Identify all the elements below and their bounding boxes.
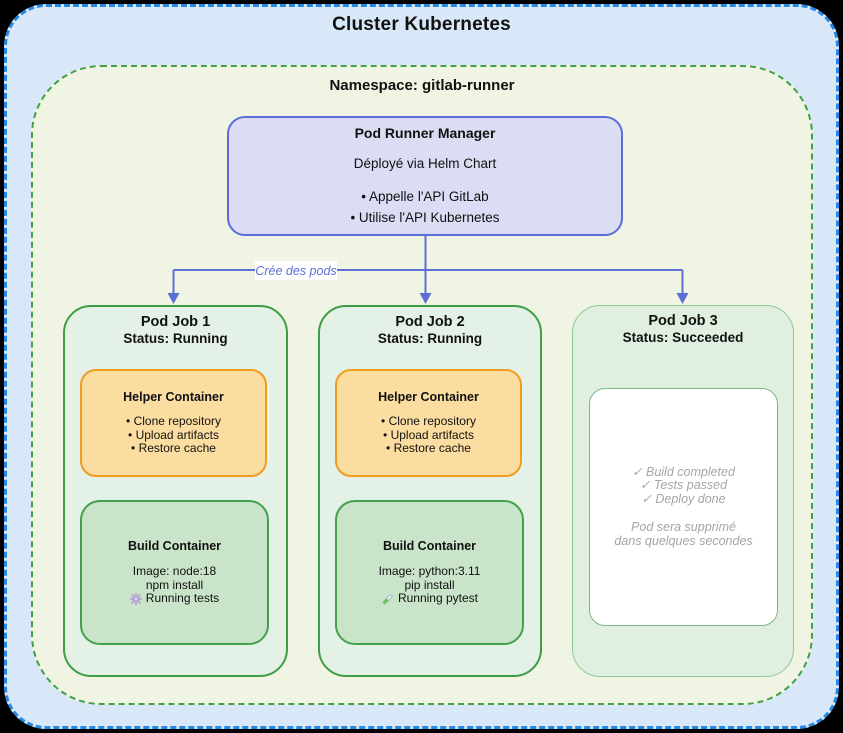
result-note: Pod sera supprimé dans quelques secondes	[614, 519, 753, 549]
helper-container-items: • Clone repository • Upload artifacts • …	[381, 415, 476, 456]
build-container-title: Build Container	[127, 539, 222, 554]
helper-item: • Restore cache	[386, 441, 471, 456]
helper-item: • Clone repository	[126, 414, 221, 429]
build-container-title: Build Container	[382, 539, 477, 554]
build-command-line: npm install	[145, 577, 204, 592]
helper-item: • Clone repository	[381, 414, 476, 429]
manager-bullet: • Appelle l'API GitLab	[361, 188, 489, 204]
pod-job-2-status: Status: Running	[377, 331, 483, 346]
pod-job-3-title: Pod Job 3	[648, 313, 718, 329]
pod-1-helper-container-box: Helper Container • Clone repository • Up…	[80, 369, 267, 477]
pod-job-1-box: Pod Job 1 Status: Running Helper Contain…	[63, 305, 288, 677]
build-activity-text: Running pytest	[397, 591, 479, 606]
namespace-title: Namespace: gitlab-runner	[329, 77, 515, 94]
build-image-line: Image: node:18	[132, 564, 217, 579]
cluster-kubernetes-box: Cluster Kubernetes Namespace: gitlab-run…	[4, 4, 839, 729]
pod-job-3-box: Pod Job 3 Status: Succeeded ✓ Build comp…	[572, 305, 794, 677]
test-tube-icon	[381, 593, 394, 606]
pod-runner-manager-bullets: • Appelle l'API GitLab • Utilise l'API K…	[350, 186, 499, 228]
manager-bullet: • Utilise l'API Kubernetes	[350, 209, 500, 225]
pod-3-result-box: ✓ Build completed ✓ Tests passed ✓ Deplo…	[589, 388, 778, 626]
result-note-line: Pod sera supprimé	[631, 519, 736, 534]
pod-job-3-status: Status: Succeeded	[622, 330, 744, 345]
pod-job-1-title: Pod Job 1	[140, 314, 211, 330]
build-activity-line: Running pytest	[379, 592, 481, 606]
result-checks: ✓ Build completed ✓ Tests passed ✓ Deplo…	[632, 464, 735, 507]
gear-icon	[129, 593, 142, 605]
result-check: ✓ Deploy done	[641, 492, 726, 507]
helper-item: • Restore cache	[131, 441, 216, 456]
result-check: ✓ Tests passed	[639, 478, 728, 493]
build-activity-text: Running tests	[145, 591, 220, 606]
create-pods-arrow-label: Crée des pods	[255, 261, 337, 280]
pod-job-1-status: Status: Running	[123, 331, 228, 346]
pod-2-build-container-box: Build Container Image: python:3.11 pip i…	[335, 500, 524, 645]
pod-job-2-box: Pod Job 2 Status: Running Helper Contain…	[318, 305, 542, 677]
pod-job-2-title: Pod Job 2	[395, 314, 465, 330]
helper-item: • Upload artifacts	[128, 427, 219, 442]
pod-runner-manager-title: Pod Runner Manager	[354, 124, 496, 141]
build-image-line: Image: python:3.11	[378, 564, 481, 579]
build-container-lines: Image: python:3.11 pip install	[379, 565, 481, 606]
result-note-line: dans quelques secondes	[614, 533, 753, 548]
pod-runner-manager-box: Pod Runner Manager Déployé via Helm Char…	[227, 116, 623, 236]
build-activity-line: Running tests	[129, 591, 220, 606]
pod-2-helper-container-box: Helper Container • Clone repository • Up…	[335, 369, 522, 477]
result-check: ✓ Build completed	[632, 464, 735, 479]
build-container-lines: Image: node:18 npm install	[129, 564, 220, 606]
arrowhead-down-icon	[167, 293, 689, 304]
helper-container-title: Helper Container	[378, 390, 479, 405]
helper-item: • Upload artifacts	[383, 427, 474, 442]
namespace-box: Namespace: gitlab-runner Pod Runner Mana…	[31, 65, 813, 705]
helper-container-items: • Clone repository • Upload artifacts • …	[126, 415, 221, 456]
pod-runner-manager-subtitle: Déployé via Helm Chart	[353, 155, 497, 171]
pod-1-build-container-box: Build Container Image: node:18 npm insta…	[80, 500, 269, 645]
helper-container-title: Helper Container	[123, 390, 224, 405]
cluster-title: Cluster Kubernetes	[332, 14, 511, 35]
build-command-line: pip install	[404, 577, 455, 592]
